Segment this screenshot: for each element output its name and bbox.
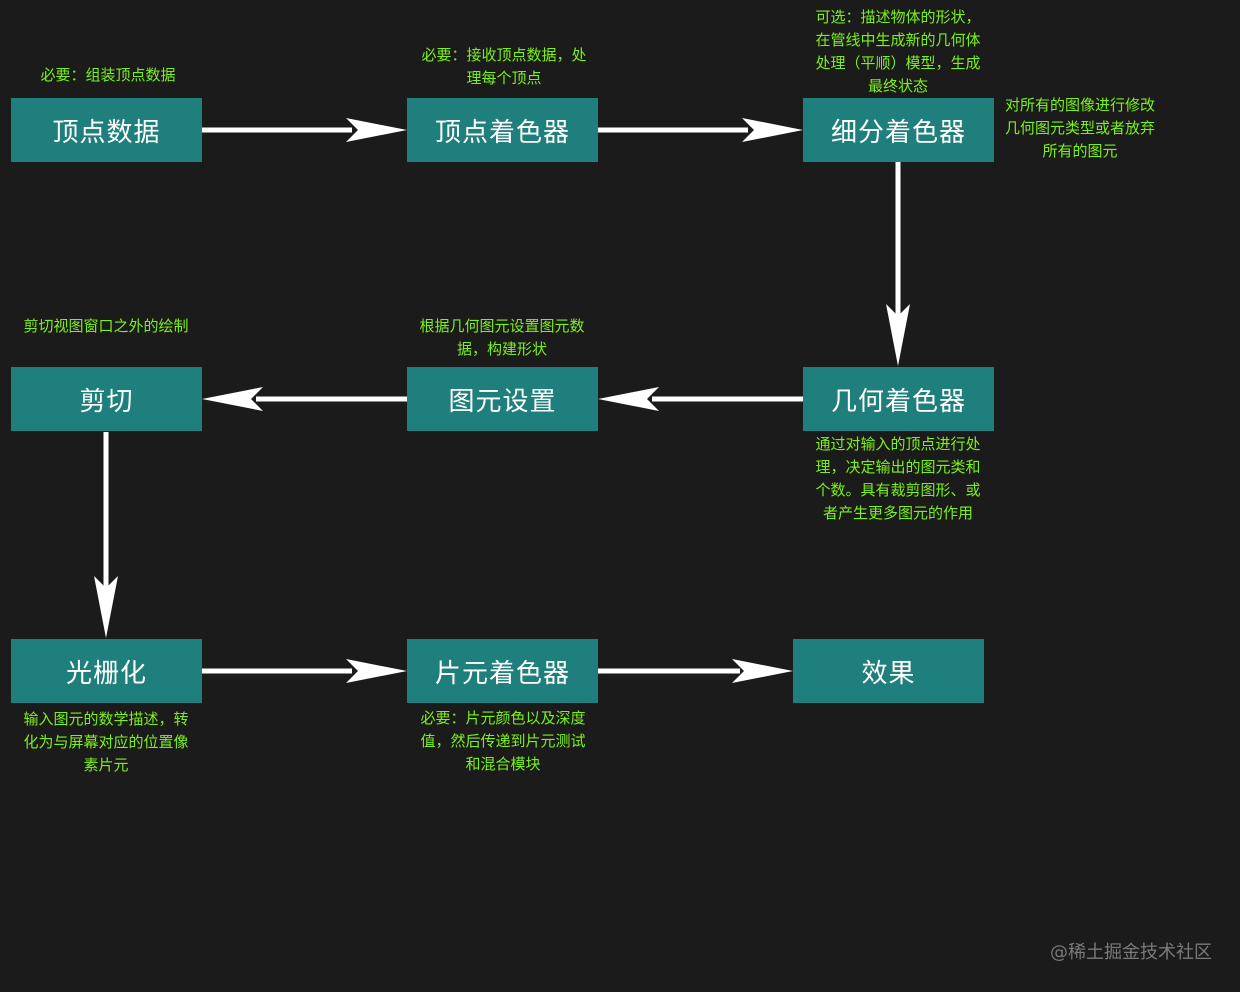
arrowhead: [886, 304, 910, 366]
note-vertex-shader: 必要：接收顶点数据，处理每个顶点: [421, 46, 587, 87]
note-vertex-data: 必要：组装顶点数据: [40, 66, 176, 84]
node-fragment-shader: 片元着色器: [407, 639, 598, 703]
node-vertex-data: 顶点数据: [11, 98, 202, 162]
node-tessellation-shader: 细分着色器: [803, 98, 994, 162]
arrowhead: [346, 659, 407, 683]
node-result: 效果: [793, 639, 984, 703]
arrowhead: [202, 387, 263, 411]
watermark-text: @稀土掘金技术社区: [1050, 942, 1212, 963]
note-tessellation-shader: 可选：描述物体的形状，在管线中生成新的几何体处理（平顺）模型，生成最终状态: [815, 8, 981, 95]
node-clipping: 剪切: [11, 367, 202, 431]
note-rasterization: 输入图元的数学描述，转化为与屏幕对应的位置像素片元: [23, 710, 189, 774]
note-primitive-setup: 根据几何图元设置图元数据，构建形状: [419, 317, 585, 358]
note-clipping: 剪切视图窗口之外的绘制: [23, 317, 189, 335]
arrowhead: [598, 387, 659, 411]
arrowhead: [346, 118, 407, 142]
node-rasterization: 光栅化: [11, 639, 202, 703]
arrowhead: [94, 576, 118, 638]
arrowhead: [742, 118, 803, 142]
node-primitive-setup: 图元设置: [407, 367, 598, 431]
arrowhead: [732, 659, 793, 683]
note-fragment-shader: 必要：片元颜色以及深度值，然后传递到片元测试和混合模块: [420, 709, 586, 773]
node-vertex-shader: 顶点着色器: [407, 98, 598, 162]
note-geometry-shader-side: 对所有的图像进行修改几何图元类型或者放弃所有的图元: [1004, 96, 1155, 160]
node-geometry-shader: 几何着色器: [803, 367, 994, 431]
note-geometry-shader: 通过对输入的顶点进行处理，决定输出的图元类和个数。具有裁剪图形、或者产生更多图元…: [815, 435, 981, 522]
